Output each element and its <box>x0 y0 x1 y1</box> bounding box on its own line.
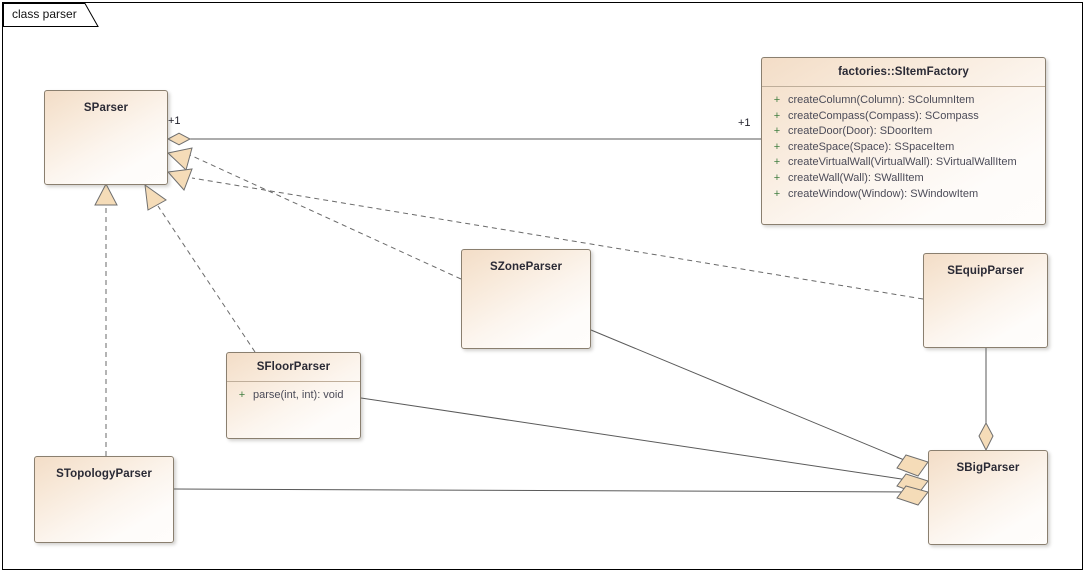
realization-arrowhead <box>94 182 118 206</box>
operation-signature: createWall(Wall): SWallItem <box>788 171 924 184</box>
visibility-marker: + <box>773 109 781 122</box>
aggregation-diamond <box>978 421 994 452</box>
operation-signature: createWindow(Window): SWindowItem <box>788 187 979 200</box>
edge-sequipparser-sbigparser[interactable] <box>978 348 994 452</box>
operation-row: + createColumn(Column): SColumnItem <box>766 93 1041 109</box>
edge-szoneparser-sbigparser[interactable] <box>590 329 929 477</box>
visibility-marker: + <box>773 156 781 169</box>
edge-sfloorparser-sparser[interactable] <box>144 183 256 353</box>
operation-row: + createCompass(Compass): SCompass <box>766 109 1041 125</box>
operation-row: + createSpace(Space): SSpaceItem <box>766 140 1041 156</box>
realization-arrowhead <box>166 147 193 171</box>
class-name-sitemfactory: factories::SItemFactory <box>838 66 969 78</box>
class-operations-sitemfactory: + createColumn(Column): SColumnItem + cr… <box>762 87 1045 208</box>
realization-arrowhead <box>144 183 167 211</box>
class-box-sfloorparser[interactable]: SFloorParser + parse(int, int): void <box>226 352 361 439</box>
class-name-sparser: SParser <box>83 102 129 114</box>
edge-stopologyparser-sparser[interactable] <box>94 182 118 456</box>
aggregation-diamond <box>166 132 192 146</box>
operation-row: + createWindow(Window): SWindowItem <box>766 187 1041 203</box>
operation-row: + createWall(Wall): SWallItem <box>766 171 1041 187</box>
operation-signature: createColumn(Column): SColumnItem <box>788 94 975 106</box>
multiplicity-label-sparser: +1 <box>168 115 181 127</box>
class-box-stopologyparser[interactable]: STopologyParser <box>34 456 174 543</box>
class-name-sbigparser: SBigParser <box>956 462 1020 474</box>
visibility-marker: + <box>773 125 781 138</box>
diagram-tab-label: class parser <box>12 7 77 21</box>
class-box-szoneparser[interactable]: SZoneParser <box>461 249 591 349</box>
diagram-tab[interactable]: class parser <box>2 2 99 27</box>
edge-sequipparser-sparser[interactable] <box>166 168 924 300</box>
multiplicity-label-sitemfactory: +1 <box>738 117 751 129</box>
operation-row: + createDoor(Door): SDoorItem <box>766 124 1041 140</box>
class-name-stopologyparser: STopologyParser <box>56 468 152 480</box>
class-box-sbigparser[interactable]: SBigParser <box>928 450 1048 545</box>
visibility-marker: + <box>238 389 246 401</box>
realization-arrowhead <box>166 168 193 191</box>
visibility-marker: + <box>773 171 781 184</box>
class-name-sfloorparser: SFloorParser <box>256 361 331 373</box>
operation-signature: createDoor(Door): SDoorItem <box>788 125 933 138</box>
class-box-sitemfactory[interactable]: factories::SItemFactory + createColumn(C… <box>761 57 1046 225</box>
operation-signature: createVirtualWall(VirtualWall): SVirtual… <box>788 156 1017 169</box>
edge-stopologyparser-sbigparser[interactable] <box>173 485 929 506</box>
visibility-marker: + <box>773 140 781 153</box>
operation-signature: parse(int, int): void <box>253 389 344 401</box>
aggregation-diamond <box>896 485 929 506</box>
class-compartment-separator <box>762 86 1045 87</box>
visibility-marker: + <box>773 187 781 200</box>
operation-signature: createSpace(Space): SSpaceItem <box>788 140 955 153</box>
edge-szoneparser-sparser[interactable] <box>166 147 462 280</box>
operation-signature: createCompass(Compass): SCompass <box>788 109 979 122</box>
aggregation-diamond <box>896 454 929 477</box>
class-box-sequipparser[interactable]: SEquipParser <box>923 253 1048 348</box>
class-compartment-separator <box>227 381 360 382</box>
class-box-sparser[interactable]: SParser <box>44 90 168 185</box>
class-operations-sfloorparser: + parse(int, int): void <box>227 382 360 410</box>
operation-row: + parse(int, int): void <box>231 388 356 404</box>
class-name-szoneparser: SZoneParser <box>489 261 563 273</box>
visibility-marker: + <box>773 94 781 106</box>
edge-sfloorparser-sbigparser[interactable] <box>360 397 929 495</box>
diagram-tab-shape <box>3 3 99 27</box>
operation-row: + createVirtualWall(VirtualWall): SVirtu… <box>766 155 1041 171</box>
edge-sparser-sitemfactory[interactable] <box>166 132 761 146</box>
class-name-sequipparser: SEquipParser <box>947 265 1024 277</box>
